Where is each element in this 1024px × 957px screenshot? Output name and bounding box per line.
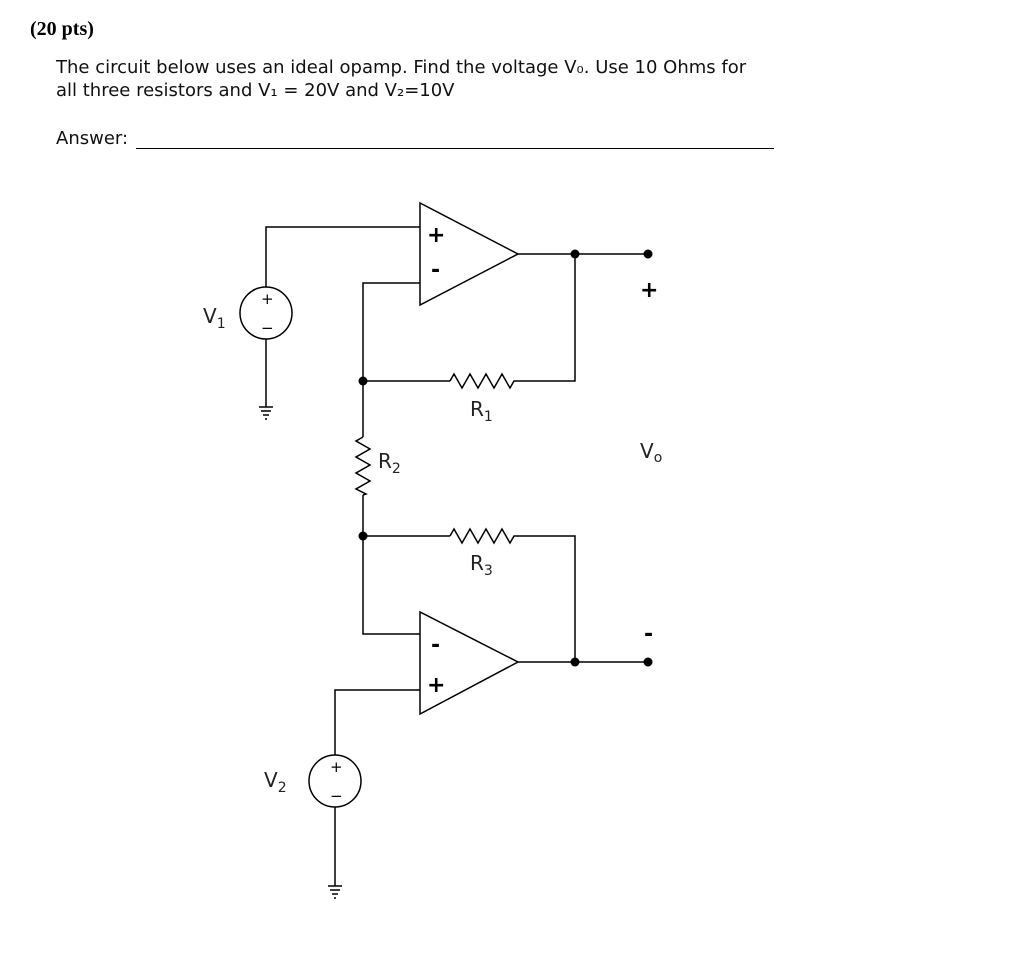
v1-plus-sign: + [261,290,274,308]
wire-v1-to-top-plus [265,226,420,287]
wire-bottom-minus [362,536,420,635]
ground-v1 [259,406,273,420]
node-r3-left [358,531,368,541]
points-label: (20 pts) [30,18,94,40]
label-v2: V2 [264,768,287,796]
wire-v2-to-bottom-plus [334,689,420,755]
resistor-r3 [449,527,518,545]
v2-plus-sign: + [330,758,343,776]
v2-minus-sign: − [330,787,343,805]
wire-top-minus [362,282,420,381]
output-plus-sign: + [640,278,658,303]
top-opamp [419,201,520,307]
answer-row: Answer: [56,128,775,149]
question-line-2: all three resistors and V₁ = 20V and V₂=… [56,80,455,101]
wire-r3-right [518,535,576,662]
question-line-1: The circuit below uses an ideal opamp. F… [56,57,747,78]
node-r1-left [358,376,368,386]
answer-blank-line[interactable] [136,128,775,149]
label-v1: V1 [203,304,226,332]
terminal-bottom [643,657,653,667]
bottom-opamp-plus-sign: + [427,673,445,698]
resistor-r2 [354,436,372,496]
node-top-output [570,249,580,259]
wire-top-feedback [518,254,576,382]
top-opamp-minus-sign: - [431,258,440,283]
node-bottom-output [570,657,580,667]
bottom-opamp [419,610,520,716]
label-r3: R3 [470,551,493,579]
bottom-opamp-minus-sign: - [431,633,440,658]
label-r2: R2 [378,449,401,477]
answer-label: Answer: [56,128,129,149]
resistor-r1 [449,372,518,390]
label-r1: R1 [470,397,493,425]
label-vo: Vo [640,439,662,466]
v1-minus-sign: − [261,319,274,337]
ground-v2 [328,885,342,899]
output-minus-sign: - [644,622,653,647]
terminal-top [643,249,653,259]
top-opamp-plus-sign: + [427,223,445,248]
question-text: The circuit below uses an ideal opamp. F… [56,56,956,102]
